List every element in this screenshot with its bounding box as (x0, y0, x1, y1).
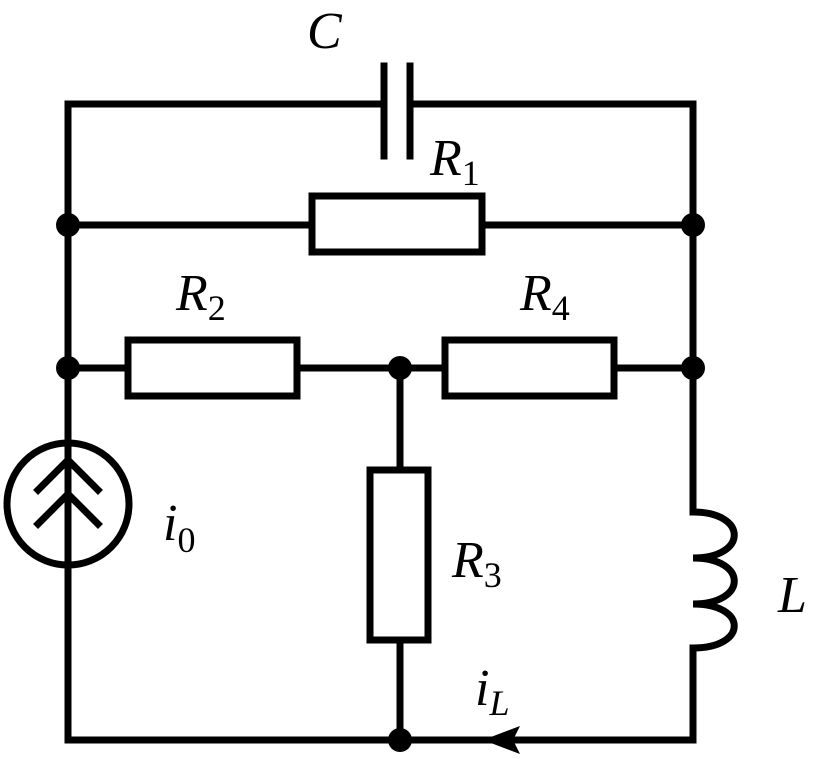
junction-nodes (56, 213, 705, 752)
label-current-source: i0 (163, 495, 195, 560)
current-source (3, 439, 133, 569)
junction-node (388, 728, 412, 752)
junction-node (388, 356, 412, 380)
junction-node (681, 213, 705, 237)
inductor (689, 508, 738, 652)
label-r1: R1 (429, 130, 480, 193)
resistor-r3 (366, 466, 432, 644)
arrow-left-icon (483, 726, 520, 754)
label-r2: R2 (175, 265, 226, 328)
label-r3: R3 (451, 532, 502, 595)
label-capacitor: C (307, 3, 343, 60)
resistor-r2 (124, 336, 301, 400)
capacitor (380, 62, 414, 160)
resistor-r1 (308, 192, 486, 256)
label-r4: R4 (519, 265, 570, 328)
label-inductor-current: iL (475, 660, 509, 723)
wires (64, 100, 697, 744)
label-inductor: L (777, 567, 807, 624)
junction-node (681, 356, 705, 380)
resistor-r4 (441, 336, 618, 400)
junction-node (56, 356, 80, 380)
junction-node (56, 213, 80, 237)
